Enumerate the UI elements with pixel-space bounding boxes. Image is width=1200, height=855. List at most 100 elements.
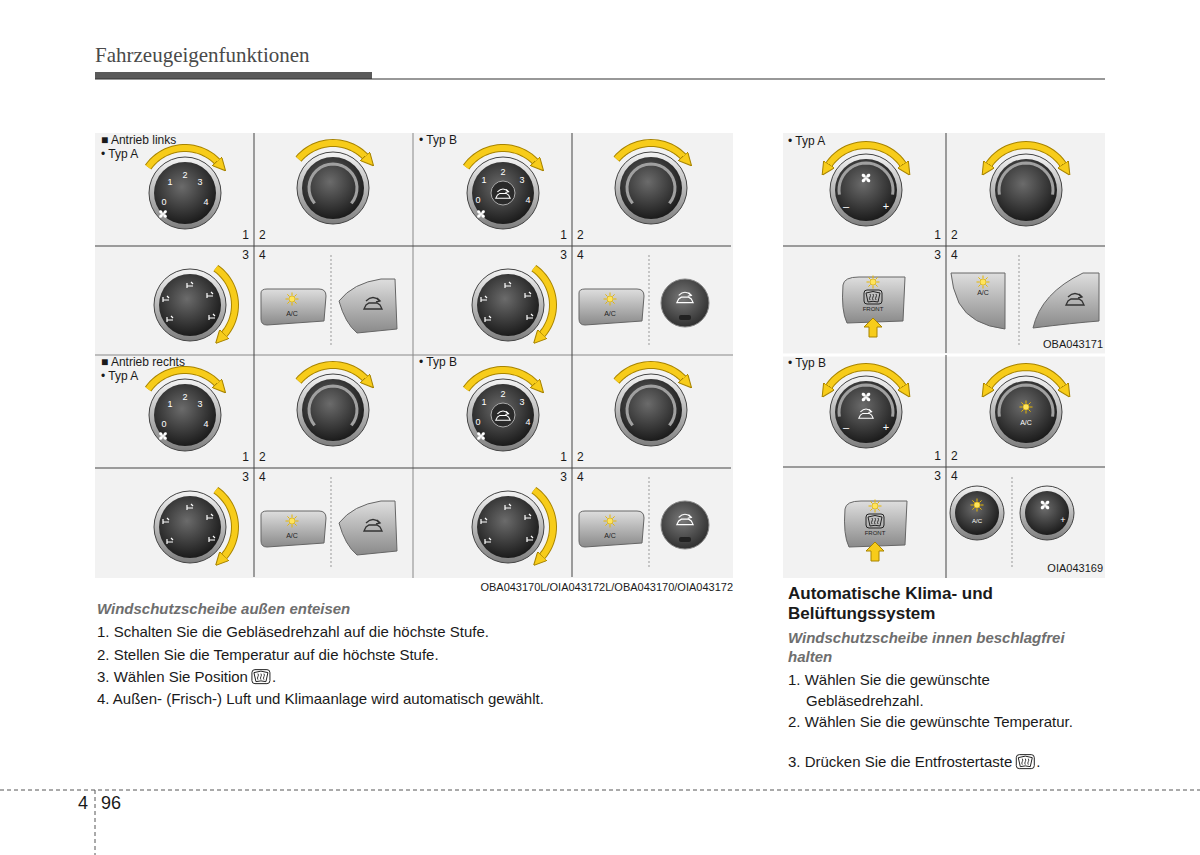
illustration-part xyxy=(688,515,692,519)
knob-face xyxy=(472,384,534,446)
illustration-part xyxy=(979,507,981,509)
illustration-part xyxy=(983,276,984,279)
callout-number: 1 xyxy=(934,229,941,243)
illustration-part xyxy=(260,674,261,680)
variant-label: • Typ A xyxy=(101,148,138,162)
illustration-part xyxy=(505,189,508,192)
fan-icon xyxy=(158,209,167,218)
illustration-part xyxy=(979,500,981,502)
dial-scale xyxy=(839,163,893,195)
illustration-part xyxy=(866,292,880,303)
knob-ring xyxy=(154,269,226,341)
punctuation: . xyxy=(272,668,276,685)
dial-sign: + xyxy=(883,200,889,213)
illustration-part xyxy=(1078,294,1082,298)
illustration-part xyxy=(292,293,293,296)
dial-number: 3 xyxy=(519,397,524,407)
variant-label: • Typ B xyxy=(419,134,457,148)
illustration-part xyxy=(1021,402,1023,404)
illustration-part xyxy=(1068,294,1082,298)
turn-arrow xyxy=(466,370,537,389)
callout-number: 2 xyxy=(259,229,266,243)
illustration-part xyxy=(604,521,607,522)
turn-arrow xyxy=(466,148,537,167)
dial-number: 0 xyxy=(161,197,166,207)
section-subheading: Windschutzscheibe außen enteisen xyxy=(97,600,350,617)
figure-code: OBA043171 xyxy=(1043,338,1103,351)
callout-number: 4 xyxy=(577,249,584,263)
illustration-part xyxy=(610,293,611,296)
cut-line xyxy=(0,790,1200,791)
illustration-part xyxy=(257,674,258,680)
illustration-part xyxy=(605,294,607,296)
mode-icon xyxy=(527,536,533,542)
knob-ring xyxy=(149,157,221,229)
illustration-part xyxy=(869,506,872,507)
illustration-part xyxy=(497,411,508,414)
illustration-part xyxy=(677,519,693,524)
cut-line xyxy=(95,790,96,855)
dial-number: 2 xyxy=(182,392,187,402)
turn-arrow xyxy=(148,148,219,167)
knob-ring xyxy=(154,491,226,563)
defrost-button xyxy=(845,501,908,547)
callout-number: 2 xyxy=(577,229,584,243)
callout-number: 3 xyxy=(242,249,249,263)
callout-number: 1 xyxy=(934,450,941,464)
figure-ground xyxy=(783,133,1105,578)
button-caption: A/C xyxy=(1020,419,1032,427)
illustration-part xyxy=(985,284,987,286)
instruction-step: 1. Wählen Sie die gewünschte Gebläsedreh… xyxy=(788,669,1106,711)
illustration-part xyxy=(607,518,613,524)
mode-icon xyxy=(485,316,491,322)
turn-arrow-outline xyxy=(148,370,219,389)
illustration-part xyxy=(864,290,882,304)
illustration-part xyxy=(1040,500,1046,506)
button-caption: A/C xyxy=(972,518,982,525)
dial-number: 3 xyxy=(519,175,524,185)
knob-ring xyxy=(830,154,902,226)
ac-button xyxy=(261,511,326,547)
turn-arrow-outline xyxy=(987,367,1065,390)
knob-face xyxy=(302,379,364,441)
variant-separator xyxy=(649,255,650,347)
illustration-part xyxy=(868,277,870,279)
illustration-part xyxy=(605,523,607,525)
figure-code: OBA043170L/OIA043172L/OBA043170/OIA04317… xyxy=(480,581,733,594)
callout-number: 4 xyxy=(259,471,266,485)
chapter-title: Fahrzeugeigenfunktionen xyxy=(95,43,310,68)
variant-separator xyxy=(649,477,650,569)
illustration-part xyxy=(875,284,877,286)
illustration-part xyxy=(877,501,879,503)
illustration-part xyxy=(867,282,870,283)
instruction-step: 2. Wählen Sie die gewünschte Temperatur. xyxy=(788,711,1106,732)
illustration-part xyxy=(872,503,878,509)
knob-ring xyxy=(615,152,687,224)
illustration-part xyxy=(679,292,692,295)
illustration-part xyxy=(496,193,510,198)
knob-ring xyxy=(990,154,1062,226)
ac-button xyxy=(951,273,1005,329)
button-caption: FRONT xyxy=(865,530,886,537)
illustration-part xyxy=(1040,504,1046,510)
illustration-part xyxy=(254,671,268,682)
control-panel-figure xyxy=(95,355,413,577)
illustration-part xyxy=(614,521,617,522)
illustration-part xyxy=(872,518,873,524)
callout-number: 4 xyxy=(951,249,958,263)
dial-scale xyxy=(999,385,1053,417)
illustration-part xyxy=(158,435,164,441)
callout-number: 1 xyxy=(242,229,249,243)
knob-center-button xyxy=(491,181,515,205)
illustration-part xyxy=(612,516,614,518)
illustration-part xyxy=(1020,407,1023,408)
illustration-part xyxy=(376,298,380,302)
defrost-icon xyxy=(252,670,270,684)
dial-number: 0 xyxy=(475,417,480,427)
dial-sign: + xyxy=(1060,515,1065,525)
fan-icon xyxy=(476,209,485,218)
illustration-part xyxy=(289,518,295,524)
knob-ring xyxy=(615,374,687,446)
illustration-part xyxy=(1018,756,1032,767)
callout-number: 4 xyxy=(577,471,584,485)
